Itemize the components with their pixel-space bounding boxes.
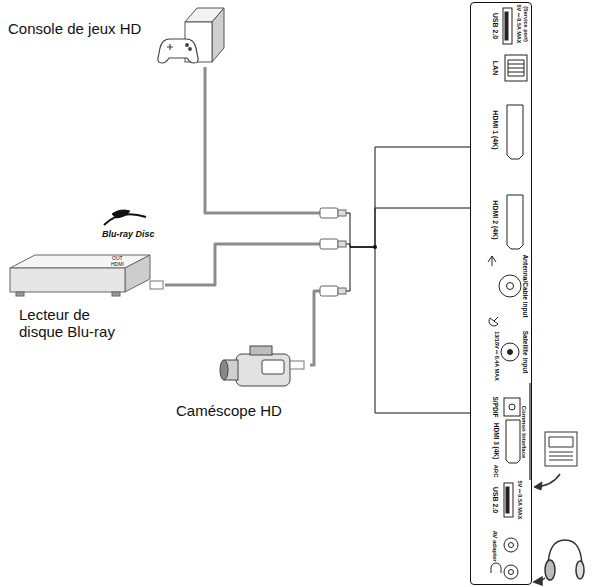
port-label: HDMI 3 (4K): [493, 423, 500, 459]
panel-port: [507, 283, 514, 290]
panel-port: [501, 343, 519, 361]
panel-port: [503, 8, 512, 44]
panel-port: [506, 420, 520, 463]
panel-port: [506, 487, 509, 513]
game-console: [212, 8, 224, 62]
bluray-logo: [104, 210, 146, 225]
device-label: Caméscope HD: [176, 403, 282, 420]
junction-dot: [373, 245, 377, 249]
port-label: ARC: [493, 465, 499, 478]
port-label: 13/18V ⎓ 0.4A MAX: [493, 331, 499, 381]
panel-port: [499, 275, 521, 297]
panel-port: [508, 350, 513, 355]
panel-port: [504, 398, 520, 416]
ci-card: [534, 432, 577, 490]
panel-port: [509, 404, 515, 410]
gamepad: [158, 39, 198, 63]
camcorder: [290, 361, 304, 369]
hdmi-plug: [338, 210, 346, 216]
ci-card: [534, 482, 542, 490]
port-label: 5V ⎓ 0.5A MAX: [515, 5, 521, 44]
headphones: [545, 560, 555, 580]
port-label: AV adapter: [492, 530, 498, 561]
headphones: [534, 540, 584, 585]
gamepad: [158, 39, 198, 63]
headphones: [576, 561, 584, 579]
hdmi-plug: [338, 288, 346, 294]
bluray-player: [16, 292, 24, 296]
port-label: Satellite input: [522, 331, 529, 374]
port-label: HDMI 2 (4K): [492, 200, 499, 239]
port-symbol: [488, 256, 496, 266]
tv-panel: USB 2.0(Service port)5V ⎓ 0.5A MAXLANHDM…: [470, 2, 532, 585]
camcorder: [262, 360, 284, 374]
hdmi-plug: [320, 208, 338, 218]
camcorder: [250, 346, 272, 355]
port-label: Common Interface: [521, 406, 527, 459]
hdmi-cable: [322, 247, 470, 413]
panel-port: [509, 570, 514, 575]
port-label: Antenna/Cable input: [522, 254, 529, 317]
hdmi-cable: [310, 291, 322, 365]
ci-slot: [529, 383, 530, 480]
port-label: S/PDIF: [492, 397, 499, 418]
panel-port: [504, 538, 518, 552]
gamepad: [186, 44, 189, 47]
panel-port: [504, 483, 513, 517]
port-symbol: [488, 256, 501, 573]
port-label: USB 2.0: [492, 13, 499, 39]
panel-port: [507, 105, 523, 159]
headphones: [534, 577, 542, 585]
camcorder: [220, 346, 304, 386]
panel-port: [504, 565, 518, 579]
port-label: (Service port): [522, 6, 528, 41]
hdmi-plug: [338, 241, 346, 247]
camcorder: [220, 360, 228, 380]
hdmi-plug: [320, 208, 346, 296]
hdmi-cable: [205, 67, 322, 213]
panel-port: [505, 12, 508, 40]
hdmi-plug: [320, 239, 338, 249]
gamepad: [167, 44, 173, 50]
port-label: OUT: [112, 256, 123, 262]
port-symbol: [489, 317, 498, 326]
port-label: HDMI 1 (4K): [492, 110, 499, 149]
bluray-logo: [112, 210, 130, 218]
hdmi-cable: [165, 208, 470, 285]
device-group: Lecteur de disque Blu-ray: [5, 200, 165, 345]
panel-port: [505, 55, 527, 81]
bluray-player: [112, 292, 120, 296]
hdmi-plug: [320, 286, 338, 296]
hdmi-cable: [165, 244, 322, 285]
ci-card: [549, 437, 573, 460]
device-group: Console de jeux HD: [5, 3, 175, 67]
ci-card: [545, 432, 577, 466]
camcorder: [236, 354, 290, 386]
bluray-player: [10, 268, 125, 292]
logo-text: Blu-ray Disc: [102, 230, 155, 240]
port-label: 5V ⎓ 0.5A MAX: [516, 481, 522, 520]
panel-port: [507, 195, 523, 249]
bluray-player: [125, 255, 150, 292]
hdmi-cable: [205, 67, 470, 247]
device-label: Lecteur de disque Blu-ray: [19, 306, 127, 340]
port-label: HDMI: [111, 262, 124, 268]
ci-slot: [529, 383, 530, 480]
gamepad: [189, 48, 192, 51]
panel-port: [509, 543, 514, 548]
device-label: Console de jeux HD: [8, 21, 141, 38]
hdmi-cable: [322, 208, 470, 247]
hdmi-cable: [310, 247, 470, 413]
port-label: USB 2.0: [492, 487, 499, 513]
port-label: LAN: [492, 61, 499, 75]
hdmi-cable: [322, 147, 470, 247]
port-symbol: [491, 563, 501, 573]
bluray-player: [10, 255, 163, 296]
panel-port: [508, 60, 524, 76]
bluray-player: [150, 281, 163, 289]
device-group: Caméscope HD: [170, 342, 310, 426]
junction-dot: [373, 245, 377, 249]
